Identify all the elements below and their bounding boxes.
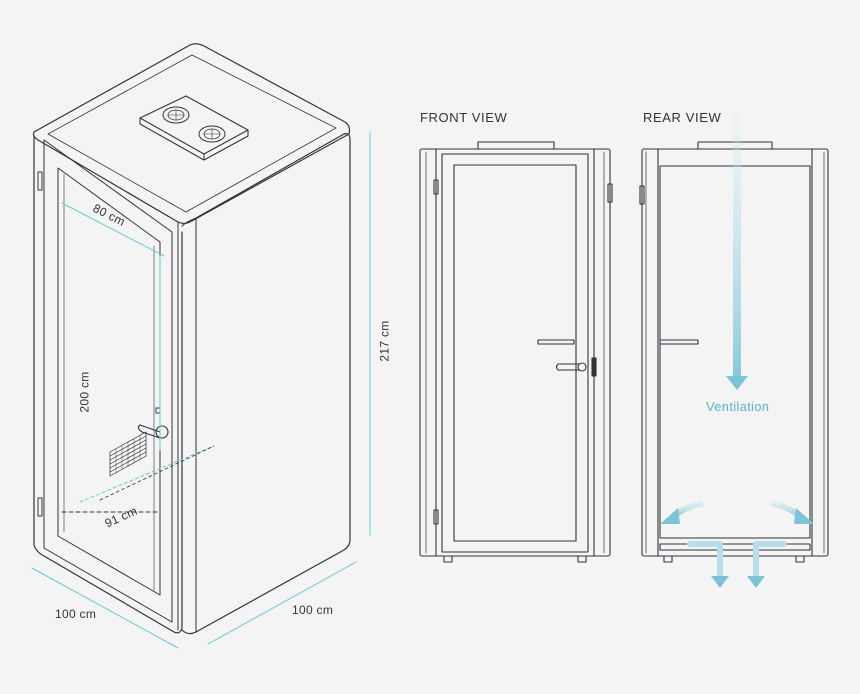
dimension-lines — [31, 131, 371, 649]
iso-door-handle — [137, 407, 169, 439]
front-view-drawing — [419, 141, 613, 563]
dim-100-right-label: 100 cm — [292, 603, 334, 617]
dim-200-label: 200 cm — [77, 371, 92, 413]
dim-217-label: 217 cm — [377, 320, 392, 362]
booth-front-face — [33, 135, 183, 634]
front-pull-bar — [537, 339, 575, 345]
booth-top-inner — [47, 54, 337, 213]
front-view-title: FRONT VIEW — [420, 110, 508, 125]
airflow-arrows — [660, 112, 814, 588]
dim-80-line — [61, 202, 165, 257]
air-curve-right — [770, 500, 802, 518]
vent-grille — [109, 431, 147, 477]
air-down-arrowhead — [726, 376, 748, 390]
dim-100-left-label: 100 cm — [55, 607, 97, 621]
fan-unit — [139, 95, 249, 161]
dim-100-right-line — [207, 561, 357, 645]
air-down-shaft — [733, 112, 741, 378]
dim-91-line — [79, 445, 215, 503]
dim-100-left-line — [31, 567, 179, 649]
rear-view-title: REAR VIEW — [643, 110, 722, 125]
booth-corner-pillar — [177, 217, 197, 633]
booth-top-face — [32, 43, 351, 225]
booth-door-frame — [43, 139, 173, 623]
booth-side-face — [181, 133, 351, 635]
rear-bar — [659, 339, 699, 345]
ventilation-label: Ventilation — [706, 399, 770, 414]
booth-glass-panel — [57, 167, 161, 596]
air-curve-left — [672, 500, 704, 518]
isometric-booth — [32, 43, 351, 635]
